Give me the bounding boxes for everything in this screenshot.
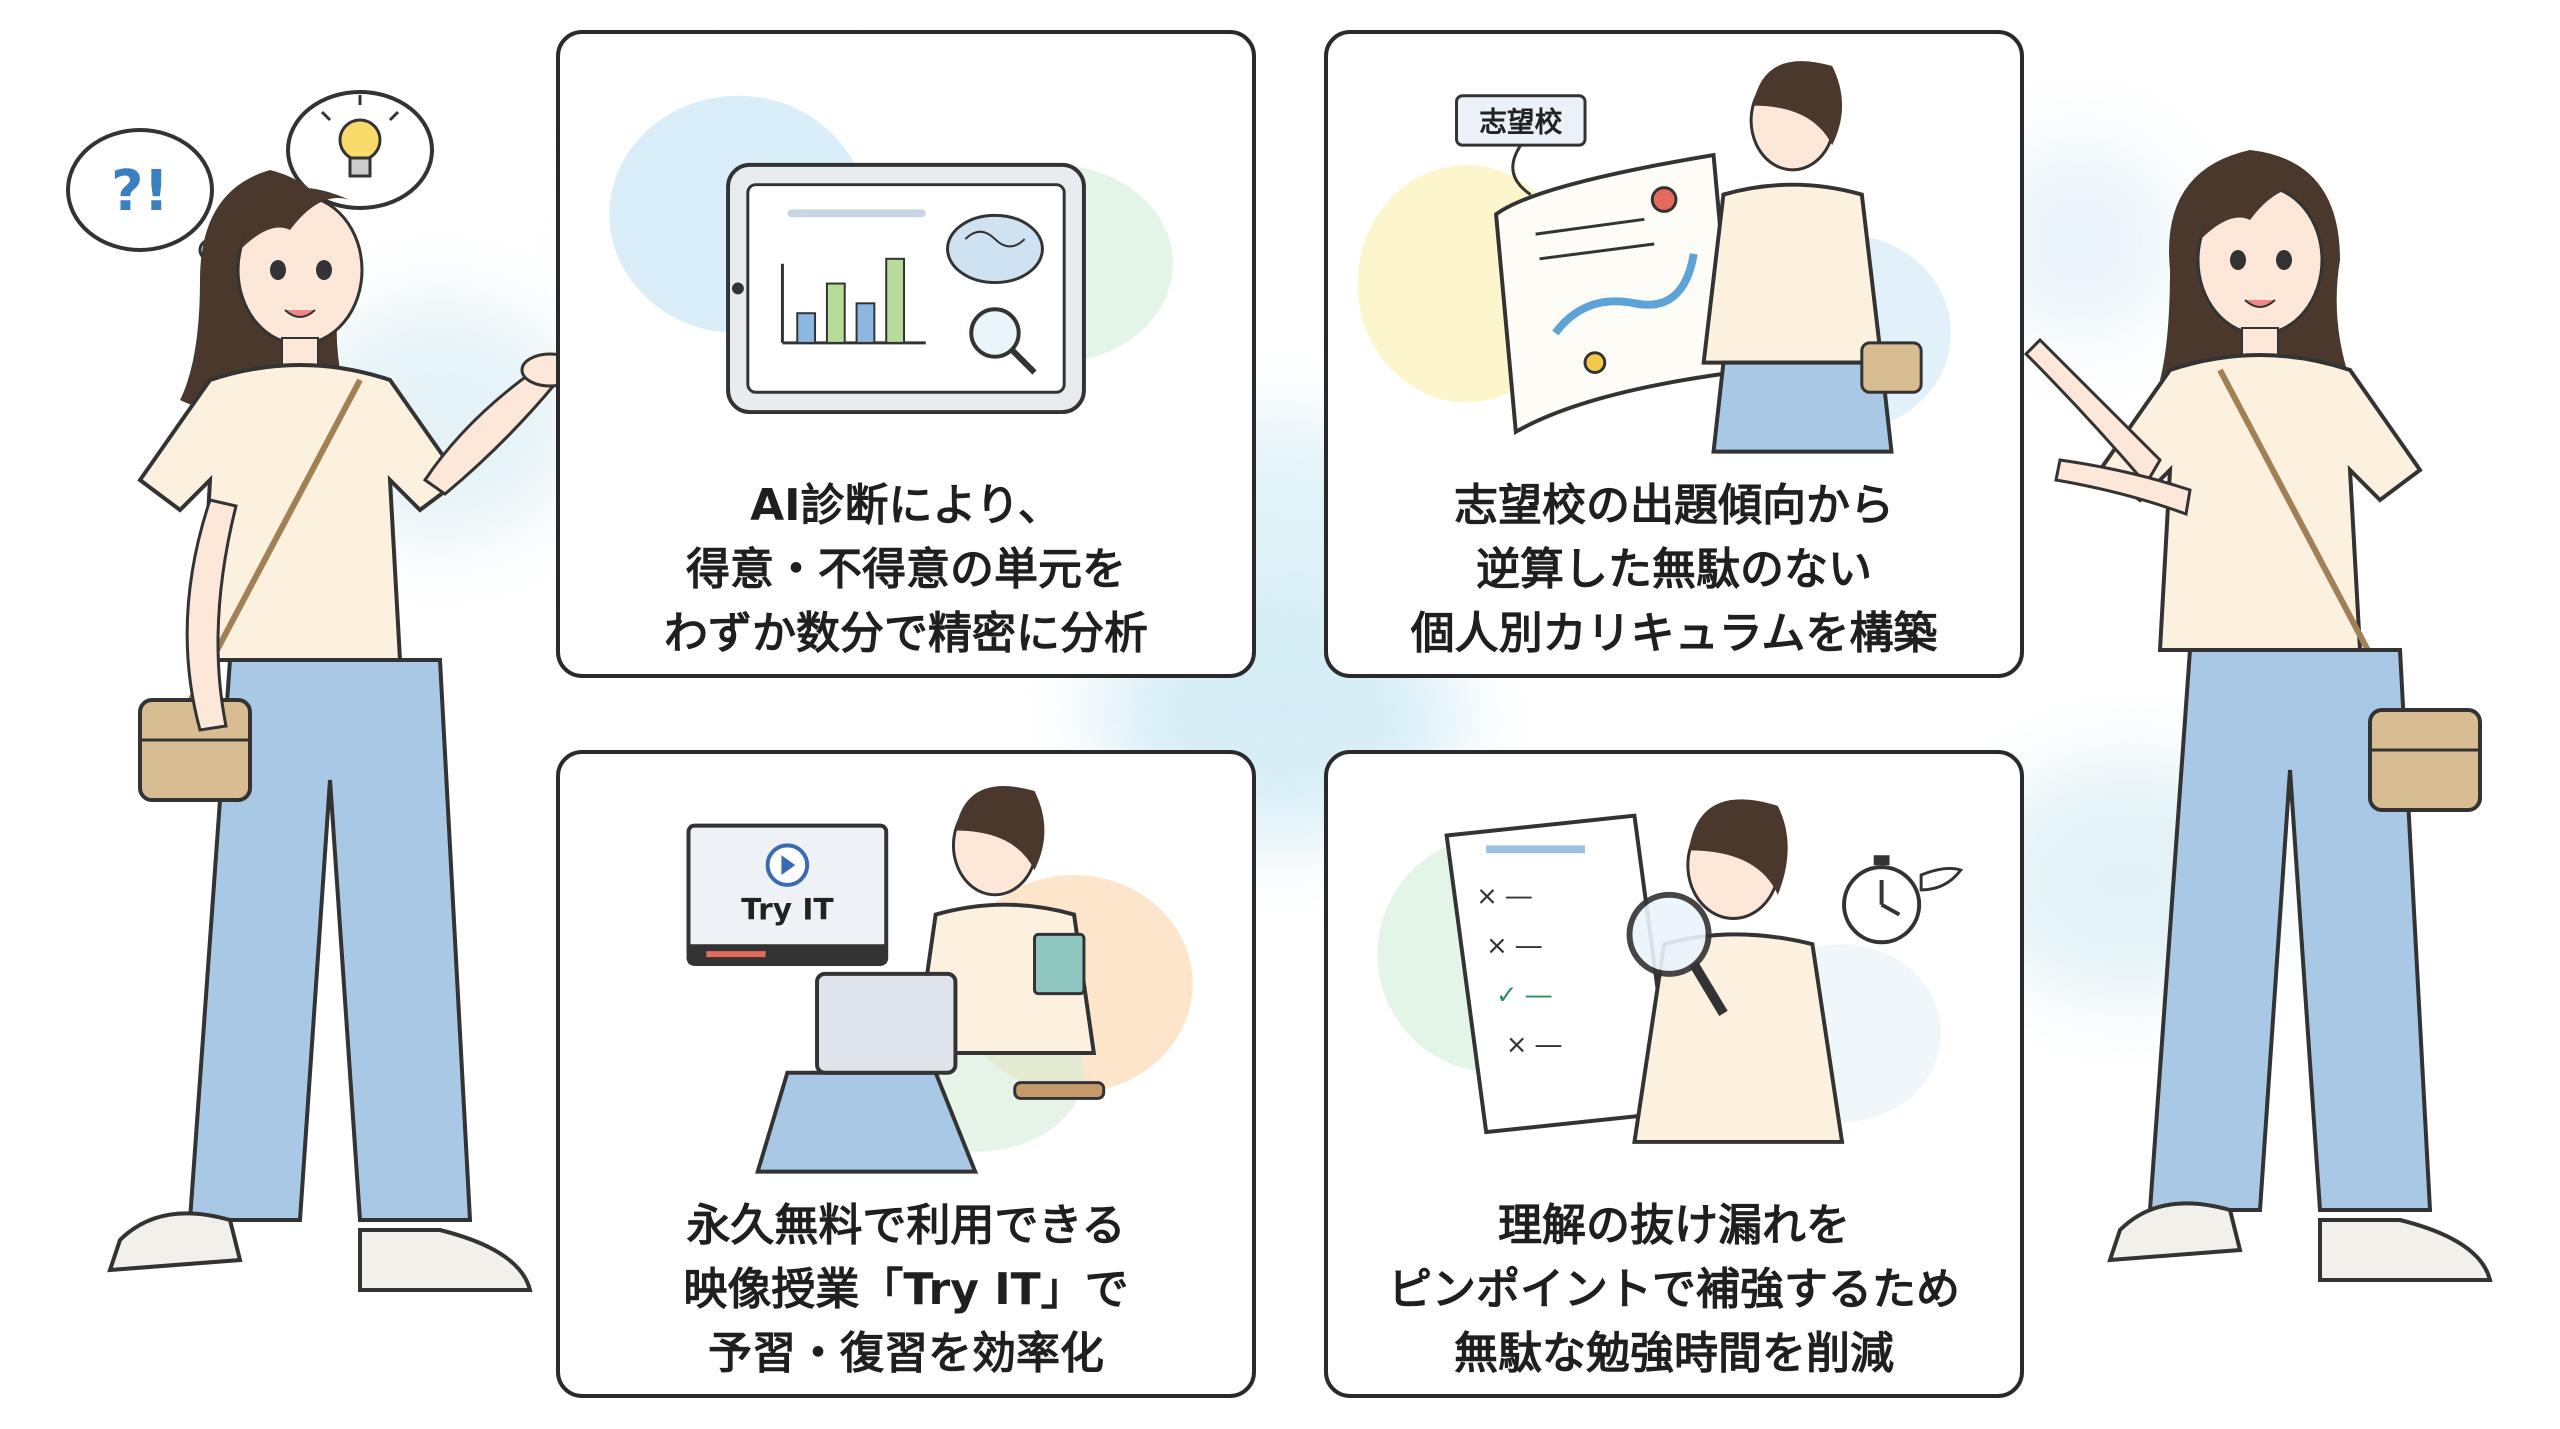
review-magnifier-illustration: × ― × ― ✓ ― × ― (1377, 799, 1964, 1144)
caption-line: 映像授業「Try IT」で (683, 1264, 1129, 1315)
question-exclamation-text: ?! (111, 159, 169, 224)
feature-card-ai-diagnosis: AI診断により、 得意・不得意の単元を わずか数分で精密に分析 (556, 30, 1256, 678)
target-school-tag (1455, 94, 1587, 147)
lightbulb-icon (320, 95, 400, 178)
feature-card-gap-filling: × ― × ― ✓ ― × ― 理解の抜け漏れを ピンポイントで補強するため 無… (1324, 750, 2024, 1398)
target-school-tag-text: 志望校 (1479, 105, 1562, 138)
map-pin-icon (1650, 186, 1678, 213)
video-label: Try IT (741, 892, 834, 927)
caption-line: 予習・復習を効率化 (708, 1328, 1104, 1379)
caption-line: わずか数分で精密に分析 (664, 608, 1148, 659)
caption-line: 個人別カリキュラムを構築 (1410, 608, 1938, 659)
feature-card-curriculum: 志望校 志望校の出題傾向から 逆算した無駄のない 個人別カリキュラムを構築 (1324, 30, 2024, 678)
right-character-illustration (2023, 150, 2493, 1282)
card-caption: AI診断により、 得意・不得意の単元を わずか数分で精密に分析 (560, 474, 1252, 666)
magnifier-icon (1626, 891, 1728, 1016)
card-caption: 志望校の出題傾向から 逆算した無駄のない 個人別カリキュラムを構築 (1328, 474, 2020, 666)
left-character-illustration: ?! (66, 90, 580, 1292)
shoulder-bag (2368, 708, 2482, 812)
test-sheet-icon (1444, 813, 1677, 1135)
caption-line: AI診断により、 (750, 480, 1062, 531)
roadmap-scroll-illustration: 志望校 (1357, 61, 1951, 454)
caption-line: 志望校の出題傾向から (1454, 480, 1894, 531)
magnifier-icon (969, 307, 1037, 375)
sneaker (107, 1211, 243, 1273)
caption-line: ピンポイントで補強するため (1388, 1264, 1960, 1315)
sneaker (358, 1228, 533, 1292)
card-caption: 永久無料で利用できる 映像授業「Try IT」で 予習・復習を効率化 (560, 1194, 1252, 1386)
svg-text:✓ ―: ✓ ― (1496, 981, 1552, 1011)
caption-line: 逆算した無駄のない (1476, 544, 1872, 595)
video-study-illustration: Try IT (686, 786, 1193, 1174)
caption-line: 永久無料で利用できる (686, 1200, 1126, 1251)
tablet-analysis-illustration (609, 95, 1173, 415)
scroll-icon (1493, 152, 1736, 436)
card-caption: 理解の抜け漏れを ピンポイントで補強するため 無駄な勉強時間を削減 (1328, 1194, 2020, 1386)
svg-text:× ―: × ― (1476, 882, 1532, 912)
caption-line: 得意・不得意の単元を (686, 544, 1126, 595)
feature-card-video-lessons: Try IT 永久無料で利用できる 映像授業「Try IT」で 予習・復習を効率… (556, 750, 1256, 1398)
svg-text:× ―: × ― (1486, 931, 1542, 961)
svg-text:× ―: × ― (1506, 1030, 1562, 1060)
caption-line: 理解の抜け漏れを (1498, 1200, 1850, 1251)
bar-chart-icon (780, 257, 926, 345)
stopwatch-icon (1842, 855, 1964, 945)
caption-line: 無駄な勉強時間を削減 (1454, 1328, 1894, 1379)
sneaker (2107, 1201, 2243, 1263)
laptop-icon (815, 971, 958, 1075)
sneaker (2318, 1218, 2493, 1282)
brain-icon (946, 213, 1044, 285)
